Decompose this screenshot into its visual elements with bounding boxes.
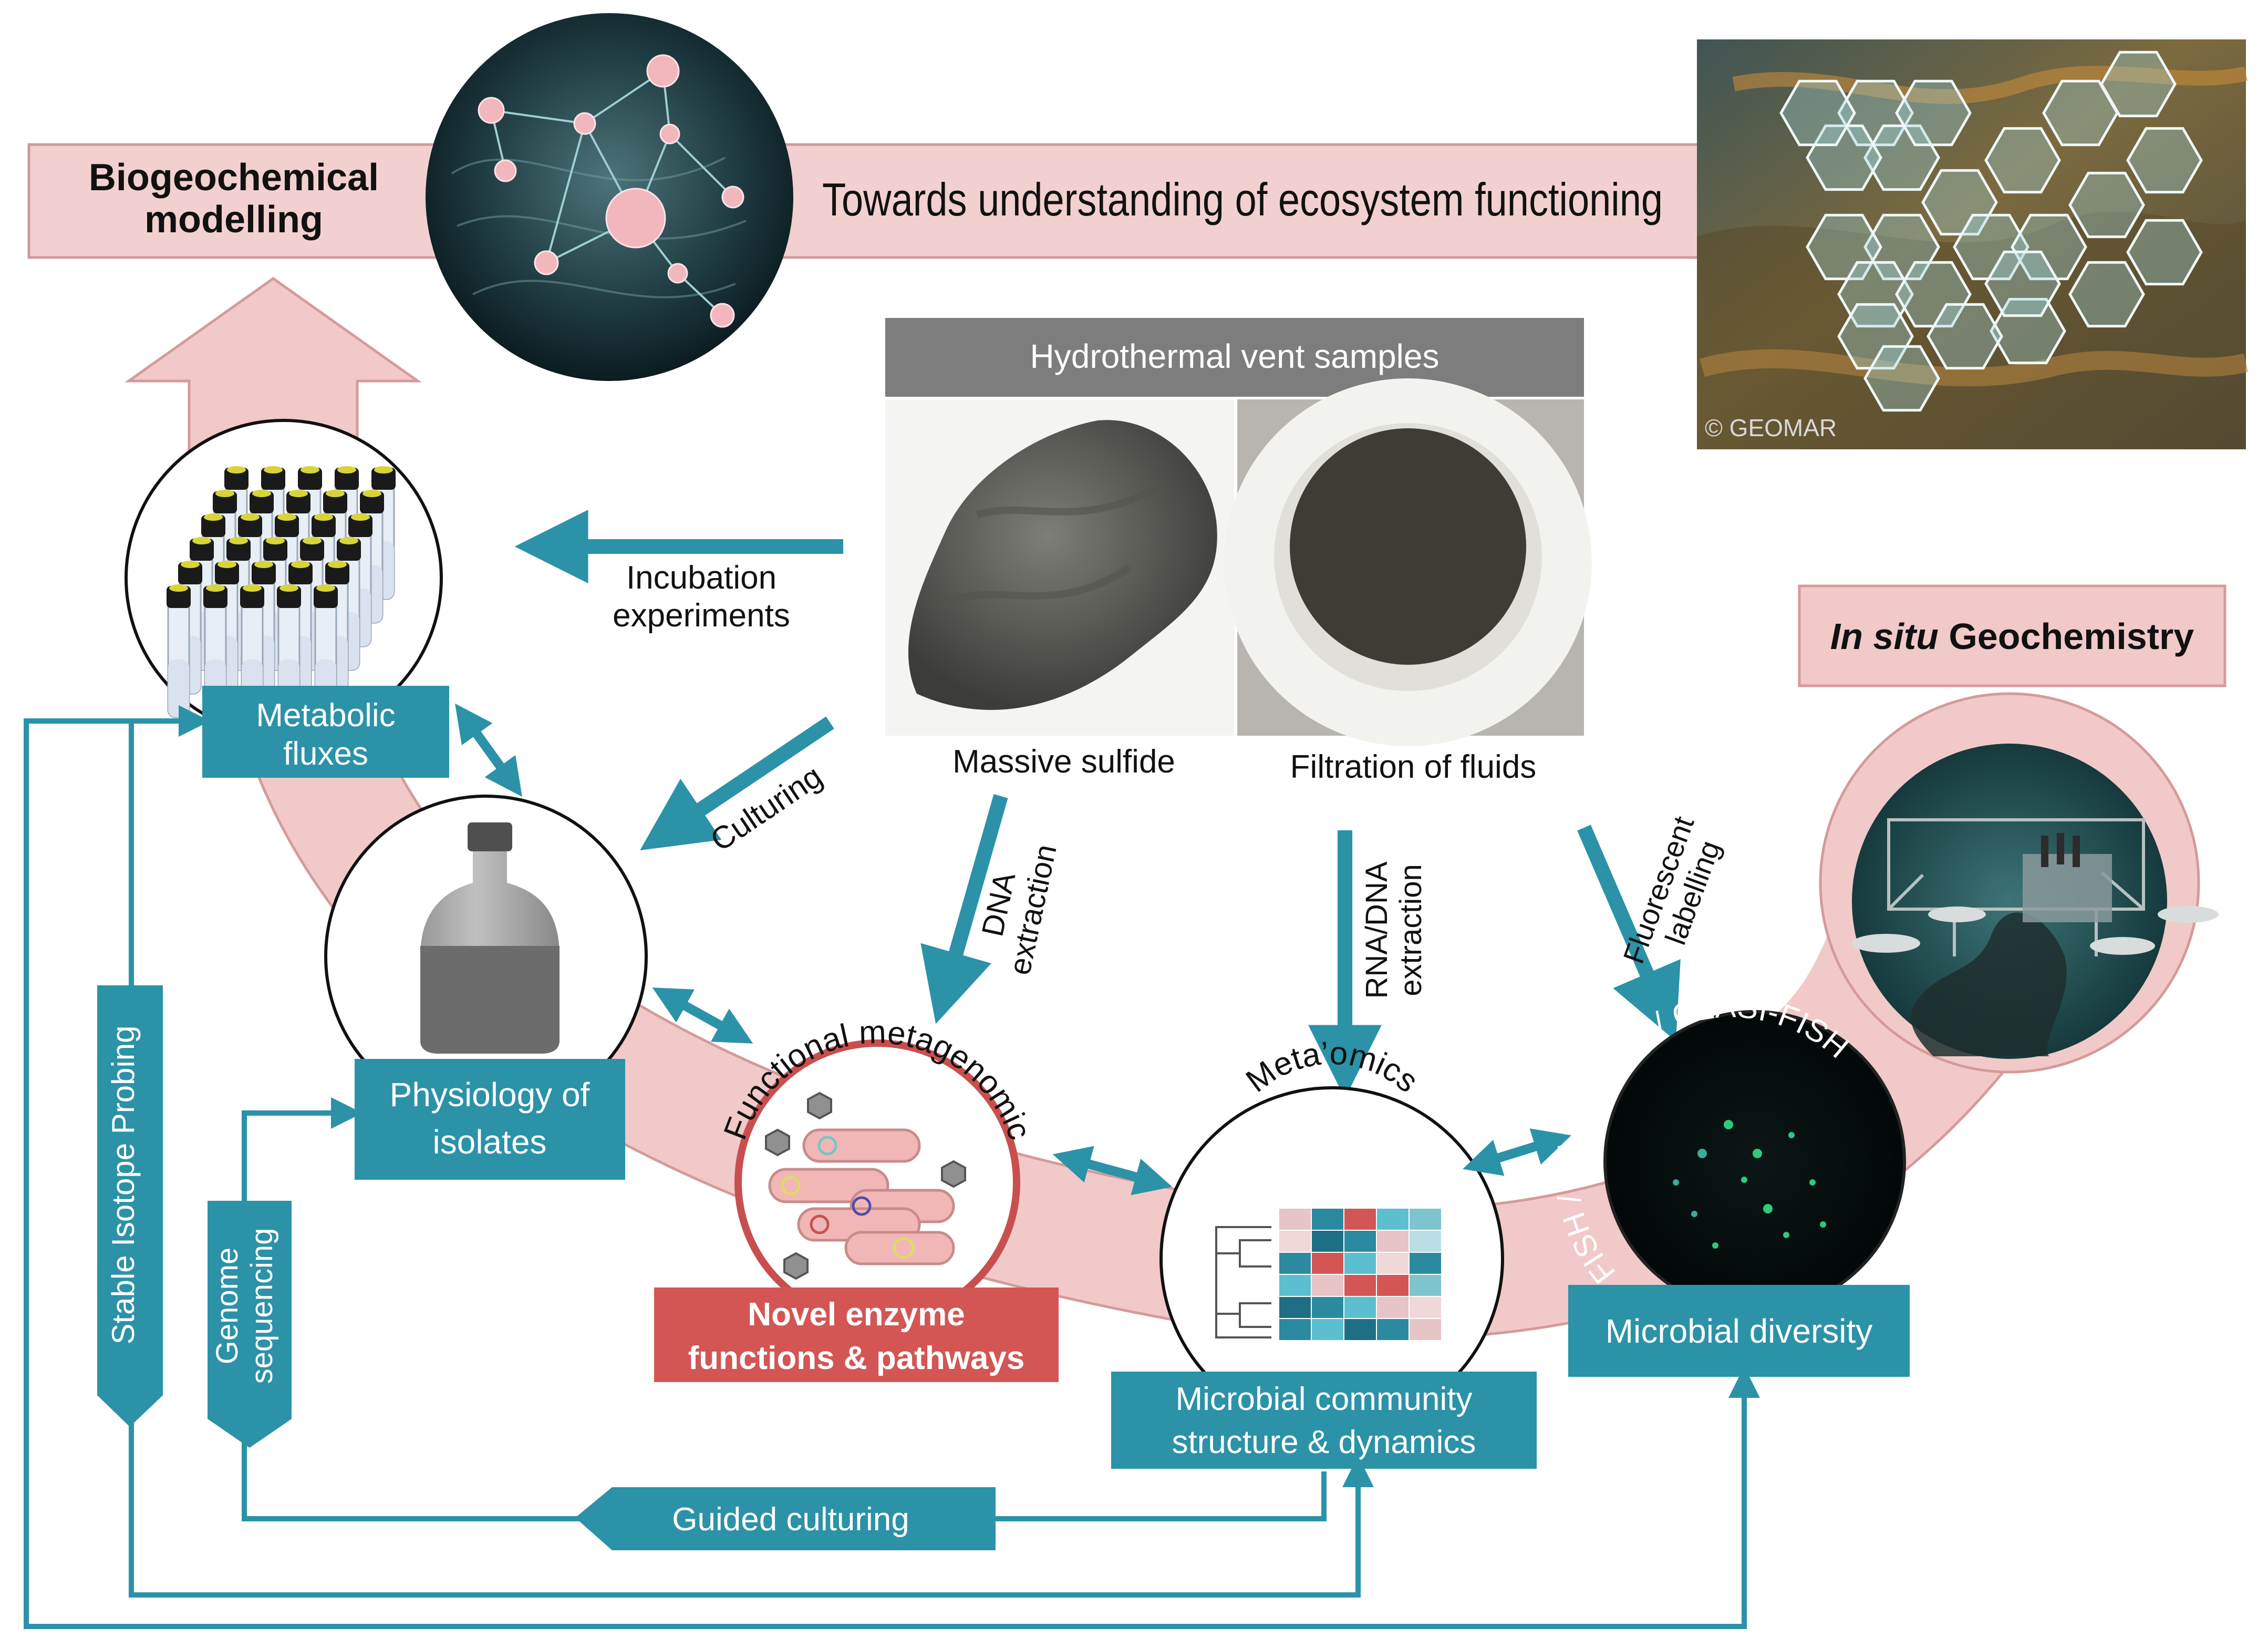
copyright-text: © GEOMAR [1705, 414, 1837, 441]
filtration-photo [1224, 378, 1592, 746]
hexagon-cell [1984, 250, 2061, 317]
hexagon-cell [2126, 219, 2203, 286]
samples-title: Hydrothermal vent samples [1030, 337, 1439, 375]
metabolic-physiology-double-arrow [455, 703, 522, 797]
hexagon-overlay [1779, 50, 2203, 412]
biogeo-title-line2: modelling [144, 199, 323, 241]
genome-sequencing-tag [208, 1201, 292, 1448]
community-structure-box [1111, 1372, 1537, 1469]
hexagon-cell [1806, 124, 1882, 191]
genome-sequencing-line [242, 1097, 1327, 1521]
hexagon-cell [2126, 127, 2203, 194]
microbial-diversity-box [1568, 1285, 1910, 1377]
vent-photo: © GEOMAR [1697, 39, 2249, 449]
incubation-label-line1: Incubation [626, 560, 776, 596]
insitu-rest: Geochemistry [1939, 616, 2194, 657]
hexagon-cell [1837, 303, 1914, 370]
massive-sulfide-label: Massive sulfide [952, 744, 1175, 780]
network-model-image [426, 13, 793, 381]
hexagon-cell [2042, 79, 2119, 147]
physiology-line2: isolates [433, 1123, 547, 1161]
metabolic-fluxes-line2: fluxes [283, 736, 368, 772]
hexagon-cell [1921, 169, 1998, 236]
hexagon-cell [1895, 261, 1972, 328]
hexagon-cell [2068, 171, 2145, 239]
insitu-seafloor-image [1852, 744, 2219, 1059]
isolate-bottle-image [324, 795, 648, 1118]
novel-enzyme-box [654, 1288, 1059, 1382]
insitu-italic: In situ [1830, 616, 1939, 657]
community-line1: Microbial community [1175, 1381, 1472, 1417]
physiology-box [355, 1059, 625, 1180]
hexagon-cell [2068, 261, 2145, 328]
guided-culturing-label: Guided culturing [672, 1501, 909, 1538]
insitu-geochemistry-box [1798, 584, 2226, 687]
hexagon-cell [2100, 50, 2177, 118]
massive-sulfide-photo [885, 399, 1235, 736]
hexagon-cell [1837, 79, 1914, 147]
filtration-label: Filtration of fluids [1290, 749, 1537, 785]
novel-enzyme-line1: Novel enzyme [748, 1296, 965, 1333]
hexagon-cell [1953, 213, 2029, 281]
biogeo-title-line1: Biogeochemical [89, 157, 379, 199]
hexagon-cell [1984, 127, 2061, 194]
metaomics-circle: Meta’omics [1159, 1035, 1504, 1431]
stable-isotope-tag [97, 985, 163, 1427]
hexagon-cell [1837, 261, 1914, 328]
dna-extraction-arrow [920, 794, 1008, 1024]
stable-isotope-label: Stable Isotope Probing [106, 1025, 141, 1344]
physiology-line1: Physiology of [390, 1076, 590, 1114]
rna-label-line2: extraction [1394, 864, 1428, 996]
genome-label-line2: sequencing [245, 1228, 279, 1384]
ecosystem-functioning-text: Towards understanding of ecosystem funct… [822, 173, 1663, 225]
hexagon-cell [1927, 303, 2003, 370]
community-line2: structure & dynamics [1172, 1424, 1476, 1460]
hexagon-cell [1779, 79, 1856, 147]
metabolic-fluxes-line1: Metabolic [256, 697, 395, 734]
functional-metaomics-double-arrow [1052, 1146, 1173, 1196]
rna-label-line1: RNA/DNA [1360, 861, 1394, 998]
fluorescent-labelling-arrow [1577, 825, 1681, 1042]
genome-label-line1: Genome [210, 1248, 244, 1364]
microbial-diversity-label: Microbial diversity [1606, 1312, 1873, 1350]
hexagon-cell [2011, 213, 2087, 281]
insitu-geochemistry-title: In situ Geochemistry [1830, 616, 2194, 657]
hexagon-cell [1863, 124, 1940, 191]
physiology-functional-double-arrow [652, 987, 753, 1044]
incubation-label-line2: experiments [613, 598, 790, 634]
heatmap-image [1279, 1209, 1441, 1340]
metaomics-fish-double-arrow [1463, 1128, 1571, 1176]
culturing-arrow [640, 716, 834, 851]
hexagon-cell [1895, 79, 1972, 147]
metabolic-fluxes-box [202, 686, 449, 778]
hexagon-cell [1863, 345, 1940, 412]
guided-culturing-tag [575, 1487, 996, 1550]
novel-enzyme-line2: functions & pathways [688, 1340, 1025, 1376]
samples-banner [885, 318, 1584, 397]
